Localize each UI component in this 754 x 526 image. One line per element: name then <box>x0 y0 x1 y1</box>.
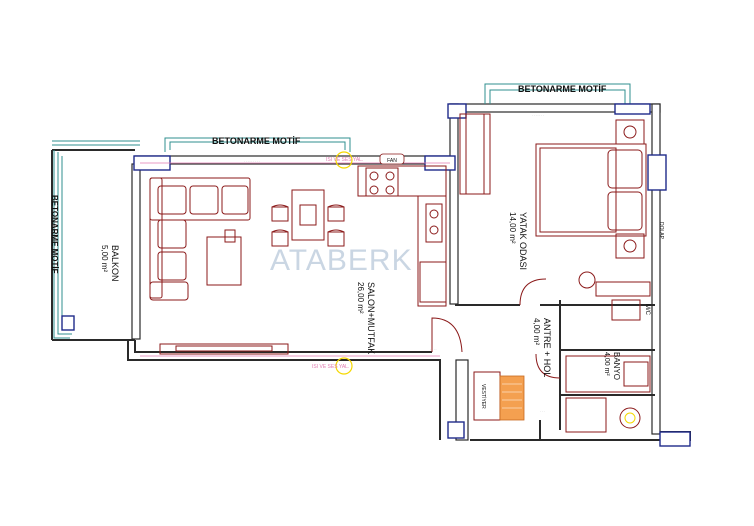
watermark: ATABERK <box>270 244 413 277</box>
appliance-icon <box>611 299 641 321</box>
bedroom-furniture <box>459 113 651 297</box>
window-balcony <box>61 315 75 331</box>
svg-text:· · ·: · · · <box>540 409 545 413</box>
label-mc: M/C <box>644 304 650 316</box>
room-balkon: BALKON 5,00 m² <box>100 245 120 282</box>
nightstand-icon <box>615 233 645 259</box>
bathtub-icon <box>565 397 607 433</box>
toilet-icon <box>619 407 641 429</box>
room-area: 5,00 m² <box>100 245 109 272</box>
coffee-table-icon <box>206 236 242 286</box>
railings <box>52 83 631 339</box>
chair-icon <box>271 204 345 247</box>
kitchen: FAN <box>357 153 447 307</box>
bed-icon <box>535 143 647 237</box>
svg-text:· · · · · · ·: · · · · · · · <box>532 113 544 117</box>
label-isi-bottom: ISI VE SES YAL. <box>312 364 349 370</box>
label-betonarme-top: BETONARME MOTİF <box>518 84 607 94</box>
room-antre: ANTRE + HOL 4,00 m² <box>532 318 552 377</box>
wall-left-living <box>131 163 141 340</box>
svg-text:· · · ·: · · · · <box>430 347 437 351</box>
room-name: SALON+MUTFAK <box>366 282 376 354</box>
window-bottom-right <box>659 431 691 447</box>
label-vestiyer: VESTİYER <box>480 384 487 409</box>
desk-icon <box>595 281 651 297</box>
room-name: YATAK ODASI <box>518 212 528 270</box>
room-name: BANYO <box>612 352 621 380</box>
window-bottom-left <box>447 421 465 439</box>
stove-icon <box>365 167 399 197</box>
room-area: 4,00 m² <box>532 318 541 345</box>
room-area: 4,00 m² <box>603 352 610 376</box>
room-banyo: BANYO 4,00 m² <box>603 352 621 380</box>
highlight-marker <box>335 151 353 169</box>
room-area: 14,00 m² <box>508 212 517 244</box>
wall-entrance <box>455 359 469 441</box>
annotations: · · · · · · · · · · · · · · · · · · · · … <box>244 113 545 413</box>
window-bedroom-top <box>614 103 651 115</box>
chair-icon <box>578 271 596 289</box>
wall-right-bedroom <box>651 103 661 435</box>
fan-label: FAN <box>387 158 397 164</box>
label-betonarme-mid: BETONARME MOTİF <box>212 136 301 146</box>
label-betonarme-left: BETONARME MOTİF <box>50 195 59 274</box>
room-name: ANTRE + HOL <box>542 318 552 377</box>
fan-badge <box>379 153 405 165</box>
room-name: BALKON <box>110 245 120 282</box>
vestiyer-fill <box>499 375 525 421</box>
wall-left-bedroom <box>449 103 459 305</box>
highlight-marker <box>335 357 353 375</box>
tv-unit-icon <box>159 343 289 355</box>
wardrobe-icon <box>459 113 491 195</box>
bathroom-furniture <box>565 299 651 433</box>
svg-text:· · · · · · · · ·: · · · · · · · · · <box>244 159 260 163</box>
label-dolap: DOLAP <box>658 222 664 240</box>
window-bedroom-left <box>447 103 467 119</box>
vestiyer <box>473 371 525 421</box>
shower-icon <box>623 361 649 387</box>
room-area: 26,00 m² <box>356 282 365 314</box>
room-salon: SALON+MUTFAK 26,00 m² <box>356 282 376 354</box>
sink-icon <box>425 203 443 243</box>
room-yatak: YATAK ODASI 14,00 m² <box>508 212 528 270</box>
doors <box>431 278 561 379</box>
window-bedroom-right <box>647 154 667 191</box>
nightstand-icon <box>615 119 645 145</box>
dining-table-icon <box>291 189 325 241</box>
label-isi-top: ISI VE SES YAL. <box>326 157 363 163</box>
living-furniture <box>149 177 345 355</box>
kitchen-counter <box>357 165 447 197</box>
